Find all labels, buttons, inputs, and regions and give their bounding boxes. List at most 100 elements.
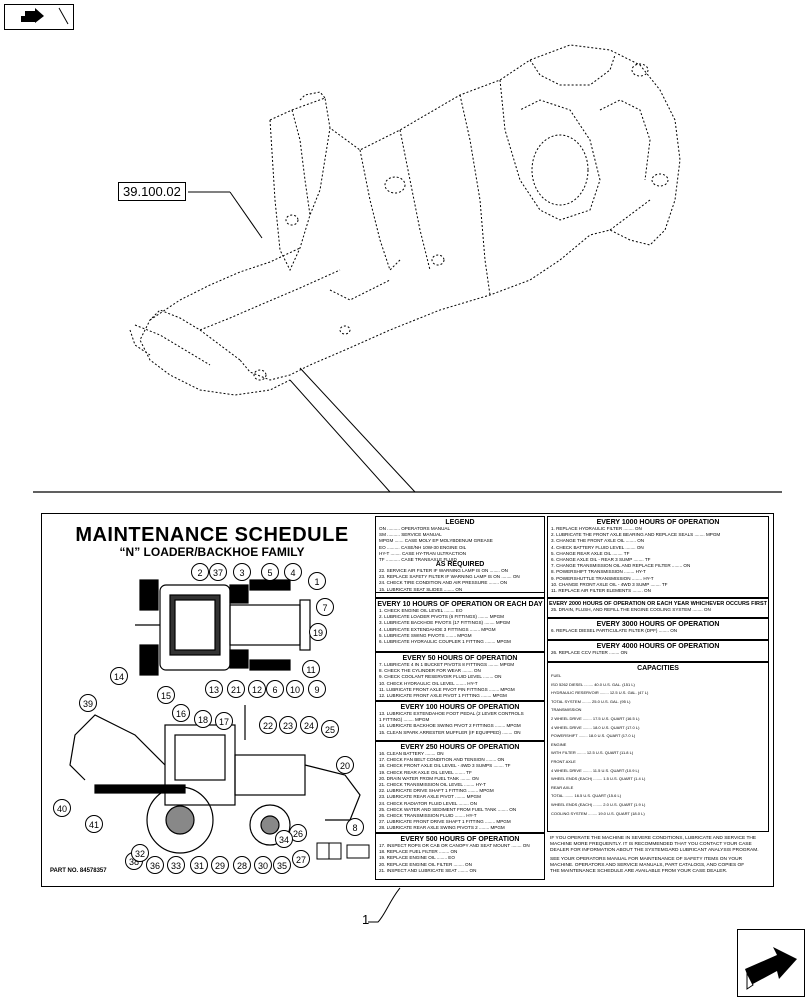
capacity-line: FUEL	[551, 673, 562, 678]
every-3000-title: EVERY 3000 HOURS OF OPERATION	[596, 621, 720, 628]
capacity-line: 2 WHEEL DRIVE ........ 17.5 U.S. QUART (…	[551, 715, 640, 721]
callout-top-1: 2	[191, 563, 209, 581]
legend-line: ON .......... OPERATORS MANUAL	[379, 526, 451, 531]
callout-side-15: 35	[273, 856, 291, 874]
legend-title: LEGEND	[445, 519, 475, 526]
note-line: DEALER FOR INFORMATION ABOUT THE SYSTEMG…	[550, 848, 759, 853]
callout-side-2: 39	[79, 694, 97, 712]
schedule-line: 1 FITTING) ........ MPGM	[379, 717, 430, 723]
schedule-line: 22. SERVICE AIR FILTER IF WARNING LAMP I…	[379, 568, 508, 573]
callout-side-20: 33	[167, 856, 185, 874]
callout-side-25: 40	[53, 799, 71, 817]
capacity-line: 4 WHEEL DRIVE ........ 18.0 U.S. QUART (…	[551, 724, 640, 730]
schedule-line: 2. LUBRICATE LOADER PIVOTS (6 FITTINGS) …	[379, 614, 504, 620]
every-2000-box: EVERY 2000 HOURS OF OPERATION OR EACH YE…	[547, 598, 769, 618]
callout-side-23: 32	[131, 844, 149, 862]
every-4000-box: EVERY 4000 HOURS OF OPERATION 26. REPLAC…	[547, 640, 769, 662]
callout-side-21: 36	[146, 856, 164, 874]
schedule-line: 6. CHANGE AXLE OIL - REAR 3 SUMP .......…	[551, 557, 651, 563]
schedule-line: 6. LUBRICATE HYDRAULIC COUPLER 1 FITTING…	[379, 639, 511, 645]
callout-top-14: 21	[227, 680, 245, 698]
callout-side-19: 31	[190, 856, 208, 874]
legend-line: SM .......... SERVICE MANUAL	[379, 532, 442, 538]
capacity-line: HYDRAULIC RESERVOIR ........ 12.5 U.S. G…	[551, 690, 649, 696]
callout-side-9: 24	[300, 716, 318, 734]
item-number[interactable]: 1	[362, 912, 370, 927]
schedule-line: 5. LUBRICATE SWING PIVOTS ........ MPGM	[379, 632, 472, 638]
schedule-line: 15. LUBRICATE SEAT SLIDES ........ ON	[379, 586, 463, 592]
note-line: SEE YOUR OPERATORS MANUAL FOR MAINTENANC…	[550, 857, 743, 862]
schedule-line: 9. POWERSHUTTLE TRANSMISSION ........ HY…	[551, 575, 654, 581]
every-250-box: EVERY 250 HOURS OF OPERATION 16. CLEAN B…	[375, 741, 545, 833]
callout-top-4: 5	[261, 563, 279, 581]
legend-line: HY-T ........ CASE HY-TRAN ULTRACTION	[379, 550, 467, 556]
note-line: IF YOU OPERATE THE MACHINE IN SEVERE CON…	[550, 836, 757, 841]
callout-top-12: 6	[266, 680, 284, 698]
frame-drawing	[33, 44, 782, 493]
every-250-title: EVERY 250 HOURS OF OPERATION	[400, 744, 520, 751]
schedule-line: 15. CLEAN SPARK ARRESTER MUFFLER (IF EQU…	[379, 729, 521, 735]
callout-side-8: 23	[279, 716, 297, 734]
capacity-line: COOLING SYSTEM ........ 19.0 U.S. QUART …	[551, 810, 645, 816]
machine-top-view	[135, 579, 311, 676]
legend-line: EO .......... CASE/NH 10W-30 ENGINE OIL	[379, 544, 467, 550]
schedule-line: 26. CHECK TRANSMISSION FLUID ........ HY…	[379, 813, 477, 819]
schedule-line: 3. CHANGE THE FRONT AXLE OIL ........ ON	[551, 538, 645, 544]
schedule-line: 4. CHECK BATTERY FLUID LEVEL ........ ON	[551, 544, 644, 550]
callout-top-9: 11	[302, 660, 320, 678]
every-50-box: EVERY 50 HOURS OF OPERATION 7. LUBRICATE…	[375, 652, 545, 701]
schedule-line: 17. INSPECT ROPS OR CAB OR CANOPY AND SE…	[379, 843, 530, 848]
schedule-line: 3. LUBRICATE BACKHOE PIVOTS (17 FITTINGS…	[379, 620, 511, 626]
callout-top-3: 3	[233, 563, 251, 581]
part-number: PART NO. 84578357	[50, 868, 107, 874]
schedule-line: 6. REPLACE DIESEL PARTICULATE FILTER (DP…	[551, 628, 678, 633]
schedule-line: 1. REPLACE HYDRAULIC FILTER ........ ON	[551, 526, 642, 531]
schedule-line: 22. LUBRICATE DRIVE SHAFT 1 FITTING ....…	[379, 788, 494, 794]
callout-top-5: 4	[284, 563, 302, 581]
schedule-line: 4. LUBRICATE EXTENDAHOE 3 FITTINGS .....…	[379, 626, 496, 632]
callout-side-18: 29	[211, 856, 229, 874]
schedule-line: 7. LUBRICATE 4 IN 1 BUCKET PIVOTS 8 FITT…	[379, 662, 515, 667]
schedule-line: 14. LUBRICATE BACKHOE SWING PIVOT 2 FITT…	[379, 723, 521, 729]
capacity-line: WHEEL ENDS (EACH) ........ 2.0 U.S. QUAR…	[551, 801, 646, 807]
schedule-line: 10. CHANGE FRONT AXLE OIL - 4WD 3 SUMP .…	[551, 581, 668, 587]
every-4000-title: EVERY 4000 HOURS OF OPERATION	[596, 643, 720, 650]
schedule-line: 5. CHANGE REAR AXLE OIL ........ TF	[551, 550, 630, 556]
next-arrow-icon[interactable]	[737, 929, 805, 997]
schedule-line: 18. CHECK FRONT AXLE OIL LEVEL - 4WD 3 S…	[379, 763, 511, 769]
every-3000-box: EVERY 3000 HOURS OF OPERATION 6. REPLACE…	[547, 618, 769, 640]
callout-side-12: 8	[346, 818, 364, 836]
as-required-box: AS REQUIRED 22. SERVICE AIR FILTER IF WA…	[375, 559, 545, 598]
every-1000-title: EVERY 1000 HOURS OF OPERATION	[596, 519, 720, 526]
schedule-line: 20. REPLACE ENGINE OIL FILTER ........ O…	[379, 861, 472, 867]
schedule-line: 18. REPLACE FUEL FILTER ........ ON	[379, 849, 458, 855]
capacity-line: WITH FILTER ........ 12.5 U.S. QUART (11…	[551, 750, 634, 756]
every-500-title: EVERY 500 HOURS OF OPERATION	[400, 836, 520, 843]
callout-side-6: 17	[215, 712, 233, 730]
callout-side-10: 25	[321, 720, 339, 738]
callout-side-16: 30	[254, 856, 272, 874]
schedule-line: 23. REPLACE SAFETY FILTER IF WARNING LAM…	[379, 574, 520, 580]
callout-side-24: 41	[85, 815, 103, 833]
reference-label[interactable]: 39.100.02	[118, 182, 186, 201]
book-arrow-icon[interactable]	[4, 4, 74, 30]
schedule-line: 2. LUBRICATE THE FRONT AXLE BEARING AND …	[551, 532, 721, 538]
schedule-line: 1. CHECK ENGINE OIL LEVEL ........ EO	[379, 608, 463, 613]
capacity-line: 4 WHEEL DRIVE ........ 11.5 U.S. QUART (…	[551, 767, 640, 773]
callout-side-14: 27	[292, 850, 310, 868]
capacity-line: TOTAL SYSTEM ........ 25.0 U.S. GAL. (95…	[551, 698, 631, 704]
decal-subtitle: “N” LOADER/BACKHOE FAMILY	[119, 545, 305, 559]
callout-side-11: 20	[336, 756, 354, 774]
capacity-line: ENGINE	[551, 741, 567, 747]
callout-side-17: 28	[233, 856, 251, 874]
schedule-line: 12. LUBRICATE FRONT AXLE PIVOT 1 FITTING…	[379, 693, 507, 699]
schedule-line: 8. POWERSHIFT TRANSMISSION ........ HY-T	[551, 569, 646, 575]
schedule-line: 21. CHECK TRANSMISSION OIL LEVEL .......…	[379, 782, 486, 788]
callout-top-7: 7	[316, 598, 334, 616]
note-line: MACHINE MORE FREQUENTLY. IT IS RECOMMEND…	[550, 842, 752, 847]
schedule-line: 20. DRAIN WATER FROM FUEL TANK ........ …	[379, 775, 479, 781]
schedule-line: 27. LUBRICATE FRONT DRIVE SHAFT 1 FITTIN…	[379, 819, 511, 825]
schedule-line: 19. REPLACE ENGINE OIL ........ EO	[379, 855, 455, 861]
schedule-line: 21. INSPECT AND LUBRICATE SEAT ........ …	[379, 867, 477, 873]
schedule-line: 11. REPLACE AIR FILTER ELEMENTS ........…	[551, 588, 651, 594]
